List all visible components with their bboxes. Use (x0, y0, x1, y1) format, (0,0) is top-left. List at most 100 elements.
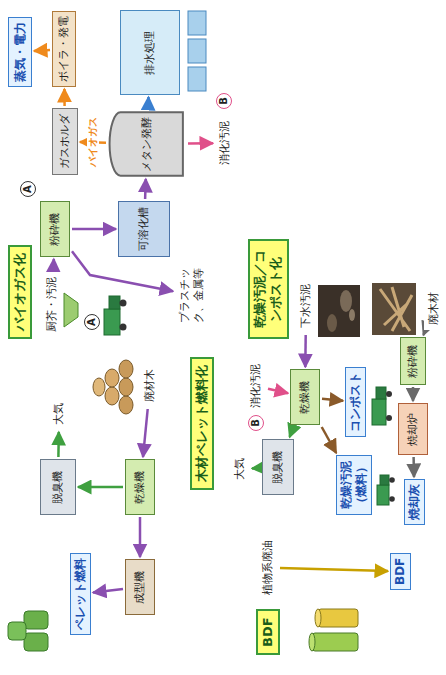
flow-arrow (93, 589, 123, 593)
section-label: バイオガス化 (8, 245, 32, 339)
tank (188, 67, 206, 91)
tank-box: 可溶化槽 (118, 201, 170, 257)
truck-wheel (386, 391, 392, 397)
flow-arrow (57, 432, 60, 457)
output-label: 蒸気・電力 (8, 17, 32, 87)
log (119, 360, 133, 378)
bdf-tanks (309, 609, 358, 651)
bag (24, 633, 48, 651)
node-text: バイオガス化 (12, 253, 28, 331)
log (119, 396, 133, 414)
digester-tank: メタン発酵 (108, 111, 186, 177)
log (105, 369, 119, 387)
truck-wheel (389, 477, 395, 483)
deodorizer-box: 脱臭機 (262, 439, 294, 495)
flow-arrow (412, 457, 415, 477)
node-text: 排水処理 (143, 31, 157, 75)
sludge-label: 消化汚泥 (246, 359, 266, 413)
node-text: 消化汚泥 (249, 364, 263, 408)
flow-arrow (290, 427, 294, 437)
output-label: コンポスト (345, 367, 366, 437)
crusher-box: 粉砕機 (400, 337, 426, 385)
node-text: 植物系廃油 (261, 540, 275, 595)
node-text: ペレット燃料 (73, 558, 88, 630)
photo-ground (372, 283, 416, 335)
photo-detail (340, 290, 352, 312)
truck-body (104, 309, 120, 335)
node-text: メタン発酵 (140, 117, 154, 172)
truck-cab (380, 475, 389, 485)
flow-arrow (72, 228, 116, 231)
truck-wheel (120, 324, 127, 331)
dryer-box: 乾燥機 (290, 369, 320, 425)
node-text: BDF (260, 617, 276, 647)
node-text: 乾燥汚泥／コンポスト化 (252, 247, 285, 331)
flow-arrow (144, 179, 147, 199)
node-text: 下水汚泥 (299, 284, 313, 328)
node-text: 可溶化槽 (137, 207, 151, 251)
output-label: 乾燥汚泥（燃料） (336, 455, 372, 515)
tank-top (309, 633, 315, 651)
node-text: 大気 (52, 403, 66, 425)
flow-arrow (72, 251, 173, 291)
node-text: ガスホルダ (58, 114, 72, 169)
photo-detail (349, 309, 355, 321)
hopper-shape (64, 293, 78, 327)
hopper (64, 293, 78, 327)
node-text: ボイラ・発電 (57, 16, 71, 82)
flow-arrow (304, 335, 307, 367)
log (93, 378, 105, 396)
truck-cab (376, 387, 386, 399)
flow-arrow (34, 50, 50, 51)
residue-label: プラスチック、金属等 (175, 253, 209, 337)
node-text: 乾燥機 (298, 381, 312, 414)
flow-arrow (268, 389, 288, 394)
bag (8, 622, 26, 640)
treatment-box: 排水処理 (120, 10, 180, 95)
node-text: 乾燥汚泥（燃料） (339, 460, 369, 510)
flow-arrow (52, 259, 55, 270)
flow-arrow (322, 427, 337, 453)
sludge-photo (318, 285, 360, 337)
node-text: プラスチック、金属等 (178, 258, 206, 332)
incinerator-box: 焼却炉 (398, 403, 428, 455)
tank (188, 39, 206, 63)
node-text: BDF (393, 558, 408, 585)
log (105, 387, 119, 405)
output-label: BDF (390, 553, 411, 590)
input-label: 下水汚泥 (296, 279, 316, 333)
flow-arrow (63, 89, 66, 106)
node-text: 大気 (233, 458, 247, 480)
flow-arrow (78, 486, 123, 489)
deodorizer-box: 脱臭機 (40, 459, 76, 515)
flow-arrow (423, 332, 424, 335)
flow-arrow (143, 409, 148, 457)
input-label: 植物系廃油 (258, 535, 278, 600)
flow-arrow (412, 387, 415, 401)
flow-arrow (139, 517, 142, 557)
node-text: 脱臭機 (271, 451, 285, 484)
air-label: 大気 (49, 398, 69, 430)
photo-ground (318, 285, 360, 337)
flow-arrow (188, 142, 213, 145)
wood-pile (93, 360, 133, 414)
pelletizer-box: 成型機 (125, 559, 155, 615)
output-label: 焼却灰 (404, 479, 425, 525)
node-text: 廃材木 (143, 369, 157, 402)
node-text: 成型機 (133, 571, 147, 604)
tank (312, 633, 358, 651)
flow-arrow (147, 97, 150, 109)
truck-icon (372, 387, 392, 425)
sludge-label: 消化汚泥 (215, 116, 235, 170)
input-label: 厨芥・汚泥 (42, 272, 62, 337)
gas-holder: ガスホルダ (52, 108, 78, 175)
node-text: 粉砕機 (48, 213, 62, 246)
callout-letter: A (20, 181, 36, 197)
truck-body (377, 485, 389, 505)
photo-detail (327, 314, 337, 332)
callout-letter: B (216, 93, 232, 109)
tank-shape (110, 112, 183, 175)
tank (318, 609, 358, 627)
wood-photo (372, 283, 416, 335)
